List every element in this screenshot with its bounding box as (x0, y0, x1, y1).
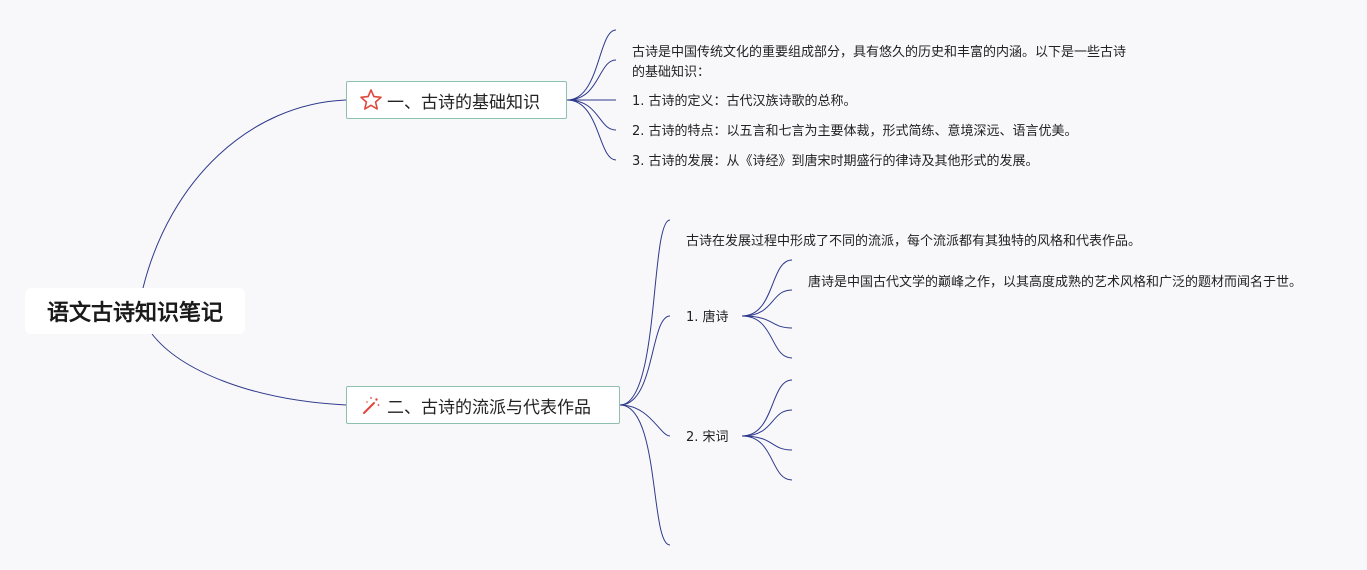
connector-tang-2 (741, 289, 793, 317)
root-topic[interactable]: 语文古诗知识笔记 (25, 288, 245, 334)
connector-root-b2 (151, 333, 347, 406)
connector-song-1 (741, 379, 793, 437)
leaf-development[interactable]: 3. 古诗的发展：从《诗经》到唐宋时期盛行的律诗及其他形式的发展。 (632, 152, 1039, 172)
connector-b1-dev (566, 99, 617, 161)
magic-wand-icon (359, 393, 383, 417)
leaf-features[interactable]: 2. 古诗的特点：以五言和七言为主要体裁，形式简练、意境深远、语言优美。 (632, 122, 1078, 142)
leaf-intro-text[interactable]: 古诗是中国传统文化的重要组成部分，具有悠久的历史和丰富的内涵。以下是一些古诗的基… (632, 43, 1132, 83)
connector-song-2 (741, 409, 793, 437)
connector-b2-end (619, 404, 671, 546)
leaf-label: 唐诗是中国古代文学的巅峰之作，以其高度成熟的艺术风格和广泛的题材而闻名于世。 (808, 275, 1303, 290)
branch-basic-knowledge[interactable]: 一、古诗的基础知识 (346, 81, 567, 119)
connector-tang-3 (741, 315, 793, 329)
connector-tang-1 (741, 259, 793, 317)
root-topic-label: 语文古诗知识笔记 (46, 301, 223, 326)
leaf-tang-poetry[interactable]: 1. 唐诗 (686, 308, 729, 328)
connector-b1-feat (566, 99, 617, 131)
branch-label: 二、古诗的流派与代表作品 (387, 397, 591, 418)
leaf-label: 2. 宋词 (686, 430, 729, 445)
connector-b2-school (619, 219, 671, 406)
leaf-label: 古诗在发展过程中形成了不同的流派，每个流派都有其独特的风格和代表作品。 (686, 234, 1142, 249)
branch-schools-works[interactable]: 二、古诗的流派与代表作品 (346, 386, 620, 424)
connector-tang-4 (741, 315, 793, 359)
star-icon (359, 88, 383, 112)
leaf-schools-intro[interactable]: 古诗在发展过程中形成了不同的流派，每个流派都有其独特的风格和代表作品。 (686, 232, 1141, 252)
connector-b1-intro (566, 29, 617, 101)
connector-root-b1 (142, 99, 347, 289)
connector-song-4 (741, 435, 793, 481)
leaf-label: 3. 古诗的发展：从《诗经》到唐宋时期盛行的律诗及其他形式的发展。 (632, 154, 1039, 169)
branch-label: 一、古诗的基础知识 (387, 92, 540, 113)
leaf-label: 古诗是中国传统文化的重要组成部分，具有悠久的历史和丰富的内涵。以下是一些古诗的基… (632, 45, 1127, 80)
leaf-tang-description[interactable]: 唐诗是中国古代文学的巅峰之作，以其高度成熟的艺术风格和广泛的题材而闻名于世。 (808, 273, 1308, 293)
connector-b2-song (619, 404, 671, 437)
leaf-label: 1. 古诗的定义：古代汉族诗歌的总称。 (632, 94, 857, 109)
connector-b1-2 (566, 59, 617, 101)
connector-song-3 (741, 435, 793, 451)
leaf-definition[interactable]: 1. 古诗的定义：古代汉族诗歌的总称。 (632, 92, 857, 112)
leaf-song-ci[interactable]: 2. 宋词 (686, 428, 729, 448)
connector-b2-tang (619, 315, 671, 406)
leaf-label: 2. 古诗的特点：以五言和七言为主要体裁，形式简练、意境深远、语言优美。 (632, 124, 1078, 139)
leaf-label: 1. 唐诗 (686, 310, 729, 325)
